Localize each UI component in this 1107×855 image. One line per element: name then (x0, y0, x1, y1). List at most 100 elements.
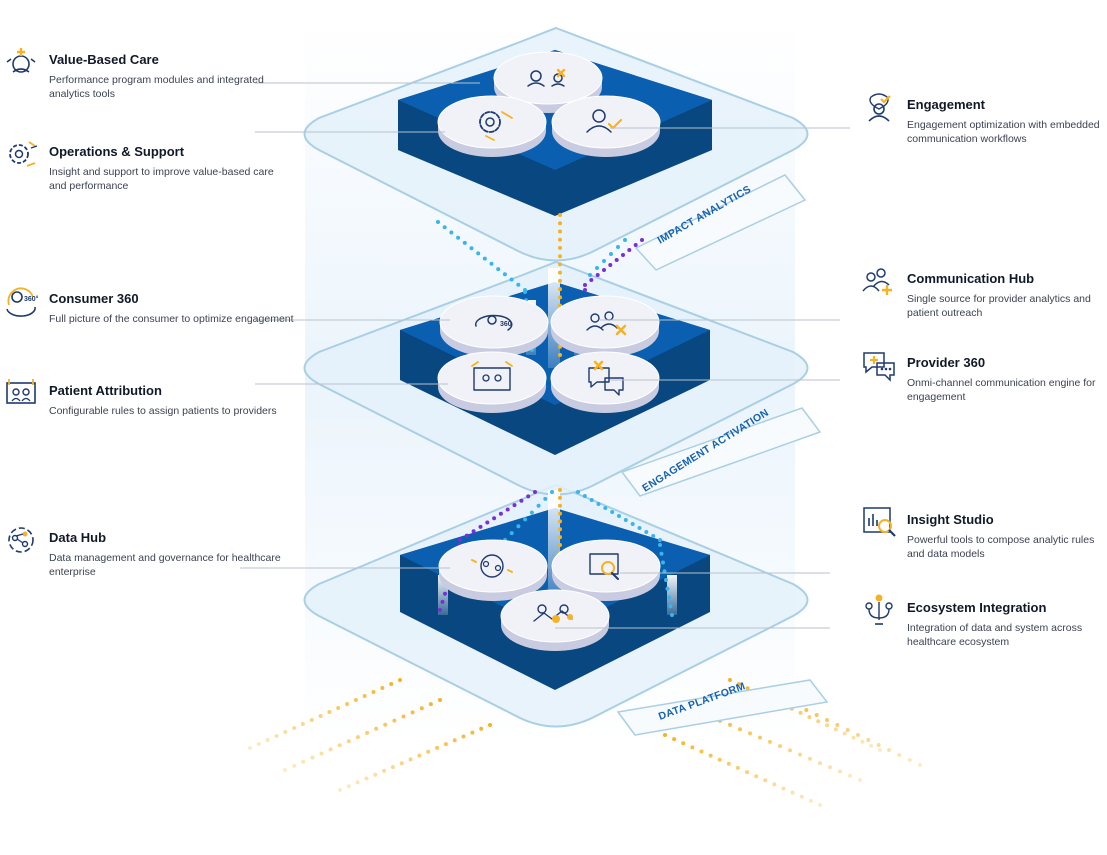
stream-dot (309, 718, 314, 722)
feature-value-based-care: Value-Based Care Performance program mod… (6, 48, 294, 101)
stream-dot (907, 758, 912, 762)
stream-dot (516, 282, 521, 287)
stream-dot (897, 753, 902, 757)
stream-dot (380, 686, 385, 690)
feature-description: Insight and support to improve value-bas… (49, 166, 274, 192)
stream-dot (745, 770, 750, 775)
stream-dot (428, 702, 433, 707)
stream-dot (338, 788, 342, 792)
stream-dot (856, 733, 860, 737)
stream-dot (667, 595, 671, 600)
stream-dot (390, 765, 395, 770)
stream-dot (469, 246, 474, 251)
stream-dot (887, 748, 891, 752)
stream-dot (365, 730, 370, 735)
stream-dot (623, 518, 628, 522)
stream-dot (728, 678, 732, 682)
stream-dot (627, 248, 632, 252)
disc-ecosystem-icon (533, 604, 573, 623)
stream-dot (516, 524, 521, 529)
stream-dot (758, 735, 762, 740)
stream-dot (353, 698, 358, 702)
stream-dot (616, 245, 620, 249)
disc-360-icon: 360 (475, 314, 513, 331)
feature-title: Consumer 360 (49, 291, 139, 306)
stream-dot (355, 735, 360, 740)
stream-dot (558, 213, 562, 217)
stream-dot (558, 543, 562, 547)
stream-dot (672, 737, 677, 742)
feature-patient-attribution: Patient Attribution Configurable rules t… (6, 379, 294, 419)
stream-dot (851, 735, 856, 740)
stream-dot (509, 277, 514, 282)
svg-text:360: 360 (500, 321, 512, 328)
feature-description: Single source for provider analytics and… (907, 293, 1091, 319)
stream-dot (736, 682, 741, 687)
stream-dot (442, 225, 447, 230)
stream-dot (848, 773, 852, 778)
feature-description: Powerful tools to compose analytic rules… (907, 534, 1095, 560)
stream-dot (588, 273, 592, 277)
stream-dot (389, 682, 394, 686)
stream-dot (458, 538, 462, 542)
stream-dot (438, 698, 442, 702)
stream-dot (485, 520, 490, 525)
stream-dot (426, 749, 431, 754)
stream-dot (345, 702, 350, 706)
stream-dot (835, 723, 840, 727)
stream-dot (717, 757, 722, 762)
stream-dot (399, 761, 404, 766)
engagement-icon (868, 93, 891, 122)
stream-dot (745, 686, 750, 691)
stream-dot (798, 710, 803, 715)
stream-dot (558, 221, 562, 226)
module-disc (551, 95, 661, 157)
disc-heart-care-icon (527, 68, 566, 87)
stream-dot (355, 780, 360, 785)
stream-dot (558, 278, 562, 283)
stream-dot (419, 706, 424, 711)
feature-operations-support: Operations & Support Insight and support… (9, 141, 294, 193)
stream-dot (866, 738, 871, 742)
stream-dot (529, 510, 534, 515)
group-communication-icon (862, 268, 892, 295)
stream-dot (558, 270, 562, 275)
stream-dot (816, 719, 821, 724)
stream-dot (558, 295, 562, 300)
stream-dot (670, 613, 674, 617)
stream-dot (651, 534, 656, 538)
stream-dot (392, 718, 397, 723)
stream-dot (558, 535, 562, 540)
stream-dot (763, 778, 768, 783)
stream-dot (668, 604, 673, 609)
feature-consumer-360: 360° Consumer 360 Full picture of the co… (6, 287, 294, 327)
stream-dot (471, 529, 476, 534)
stream-dot (558, 353, 562, 357)
feature-title: Patient Attribution (49, 383, 162, 398)
stream-dot (383, 722, 388, 727)
stream-dot (583, 288, 587, 292)
feature-description: Performance program modules and integrat… (49, 74, 264, 100)
feature-ecosystem-integration: Ecosystem Integration Integration of dat… (865, 594, 1107, 649)
feature-title: Insight Studio (907, 512, 994, 527)
stream-dot (498, 511, 503, 516)
stream-dot (658, 538, 662, 542)
stream-dot (681, 741, 686, 746)
stream-dot (479, 726, 484, 731)
disc-attribution-icon (471, 361, 513, 391)
stream-dot (582, 494, 587, 498)
stream-dot (814, 713, 819, 717)
stream-dot (509, 531, 514, 536)
module-disc (438, 539, 548, 601)
stream-dot (748, 731, 752, 736)
badge-360: 360° (24, 295, 39, 303)
stream-dot (558, 254, 562, 259)
stream-dot (543, 496, 548, 501)
stream-dot (496, 267, 501, 272)
stream-dot (523, 290, 527, 294)
gear-arrows-icon (9, 141, 38, 167)
stream-dot (336, 706, 341, 710)
stream-dot (274, 734, 279, 738)
network-tree-icon (865, 594, 893, 625)
stream-dot (788, 748, 792, 753)
